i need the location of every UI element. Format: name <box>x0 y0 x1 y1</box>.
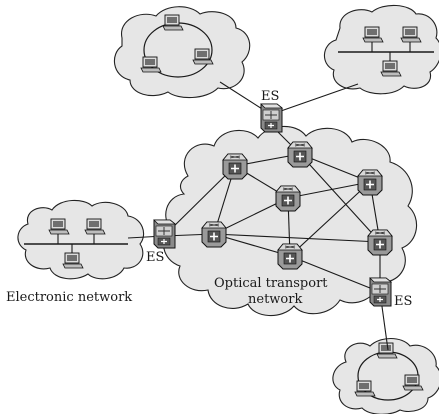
optical-cross-connect-icon <box>277 243 303 270</box>
optical-cross-connect-icon <box>275 185 301 212</box>
optical-cross-connect-icon <box>287 141 313 168</box>
optical-network-label-line1: Optical transport <box>214 276 328 291</box>
optical-cross-connect-icon <box>367 229 393 256</box>
es-label-top: ES <box>261 89 279 104</box>
es-label-left: ES <box>146 250 164 265</box>
electronic-network-label: Electronic network <box>6 290 132 305</box>
es-label-right: ES <box>394 294 412 309</box>
optical-cross-connect-icon <box>201 221 227 248</box>
edge-switch-icon <box>260 103 283 133</box>
optical-cross-connect-icon <box>222 153 248 180</box>
optical-network-label-line2: network <box>248 292 302 307</box>
optical-cross-connect-icon <box>357 169 383 196</box>
cloud-top-left <box>113 6 251 99</box>
cloud-top-right <box>323 4 439 95</box>
cloud-electronic-left <box>17 199 145 280</box>
edge-switch-icon <box>369 277 392 307</box>
edge-switch-icon <box>153 219 176 249</box>
